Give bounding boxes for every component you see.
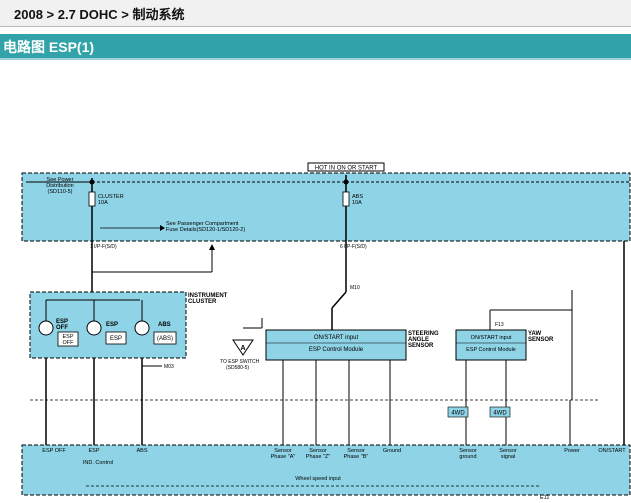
pin-esp-off: ESP OFF	[42, 448, 66, 454]
steering-sensor-3: SENSOR	[408, 343, 434, 349]
steering-module	[265, 329, 407, 361]
pin-sensor-ground: Sensor	[459, 448, 477, 454]
passenger-note-1: See Passenger Compartment	[166, 221, 239, 227]
instrument-cluster-label-2: CLUSTER	[188, 299, 217, 305]
wheel-speed-input: Wheel speed input	[295, 476, 341, 482]
steering-esp-control-module: ESP Control Module	[309, 347, 364, 353]
control-module-box	[21, 444, 631, 496]
breadcrumb[interactable]: 2008 > 2.7 DOHC > 制动系统	[14, 7, 185, 22]
power-note-1: See Power	[47, 177, 74, 183]
instrument-cluster-box	[29, 291, 187, 359]
fuse-cluster-name: CLUSTER	[98, 194, 124, 200]
pin-abs: ABS	[136, 448, 147, 454]
pin-sensor-phase-b: Sensor	[347, 448, 365, 454]
fuse-abs-rating: 10A	[352, 200, 362, 206]
pin-esp: ESP	[88, 448, 99, 454]
breadcrumb-bar: 2008 > 2.7 DOHC > 制动系统	[0, 0, 631, 27]
pin-sensor-signal: Sensor	[499, 448, 517, 454]
esp-box-label: ESP	[110, 336, 122, 342]
esp-off-label-2: OFF	[56, 325, 68, 331]
yaw-esp-control-module: ESP Control Module	[466, 347, 516, 353]
esp-label: ESP	[106, 322, 118, 328]
fuse-cluster-rating: 10A	[98, 200, 108, 206]
svg-text:ground: ground	[459, 454, 476, 460]
svg-text:6 I/P-F(S/D): 6 I/P-F(S/D)	[340, 244, 367, 250]
to-esp-switch-1: TO ESP SWITCH	[220, 359, 260, 365]
yaw-on-start-input: ON/START input	[471, 335, 512, 341]
conn-f13: F13	[495, 322, 504, 328]
ind-control-label: IND. Control	[83, 460, 113, 466]
svg-text:1 I/P-F(S/D): 1 I/P-F(S/D)	[90, 244, 117, 250]
hot-label: HOT IN ON OR START	[315, 166, 378, 172]
svg-text:A: A	[240, 345, 245, 352]
abs-box-label: (ABS)	[157, 336, 173, 342]
pin-sensor-phase-a: Sensor	[274, 448, 292, 454]
to-esp-switch-2: (SD580-5)	[226, 365, 249, 371]
yaw-sensor-1: YAW	[528, 331, 541, 337]
conn-e11: E11	[540, 495, 549, 501]
section-title: 电路图 ESP(1)	[3, 39, 95, 55]
conn-m10: M10	[350, 285, 360, 291]
instrument-cluster-label-1: INSTRUMENT	[188, 293, 228, 299]
abs-label: ABS	[158, 322, 171, 328]
steering-sensor-1: STEERING	[408, 331, 439, 337]
yaw-module	[455, 329, 527, 361]
section-header: 电路图 ESP(1)	[0, 34, 631, 58]
svg-text:Phase "Z": Phase "Z"	[306, 454, 330, 460]
power-note-2: Distribution	[46, 183, 74, 189]
esp-off-box-label-2: OFF	[63, 340, 75, 346]
power-note-3: (SD110-5)	[48, 189, 73, 195]
esp-off-box-label-1: ESP	[62, 334, 73, 340]
fuse-abs-name: ABS	[352, 194, 363, 200]
pin-power: Power	[564, 448, 580, 454]
steering-on-start-input: ON/START input	[314, 335, 359, 341]
header-divider	[0, 58, 631, 60]
svg-text:Phase "B": Phase "B"	[344, 454, 369, 460]
esp-off-label-1: ESP	[56, 319, 68, 325]
badge-4wd-2: 4WD	[493, 411, 507, 417]
yaw-sensor-2: SENSOR	[528, 337, 554, 343]
fuse-box	[21, 172, 631, 242]
conn-m03: M03	[164, 364, 174, 370]
svg-text:Phase "A": Phase "A"	[271, 454, 296, 460]
pin-ground: Ground	[383, 448, 401, 454]
pin-on-start: ON/START	[598, 448, 626, 454]
svg-text:signal: signal	[501, 454, 515, 460]
badge-4wd-1: 4WD	[451, 411, 465, 417]
steering-sensor-2: ANGLE	[408, 337, 429, 343]
passenger-note-2: Fuse Details(SD120-1/SD120-2)	[166, 227, 245, 233]
hot-label-box	[307, 162, 385, 172]
pin-sensor-phase-z: Sensor	[309, 448, 327, 454]
